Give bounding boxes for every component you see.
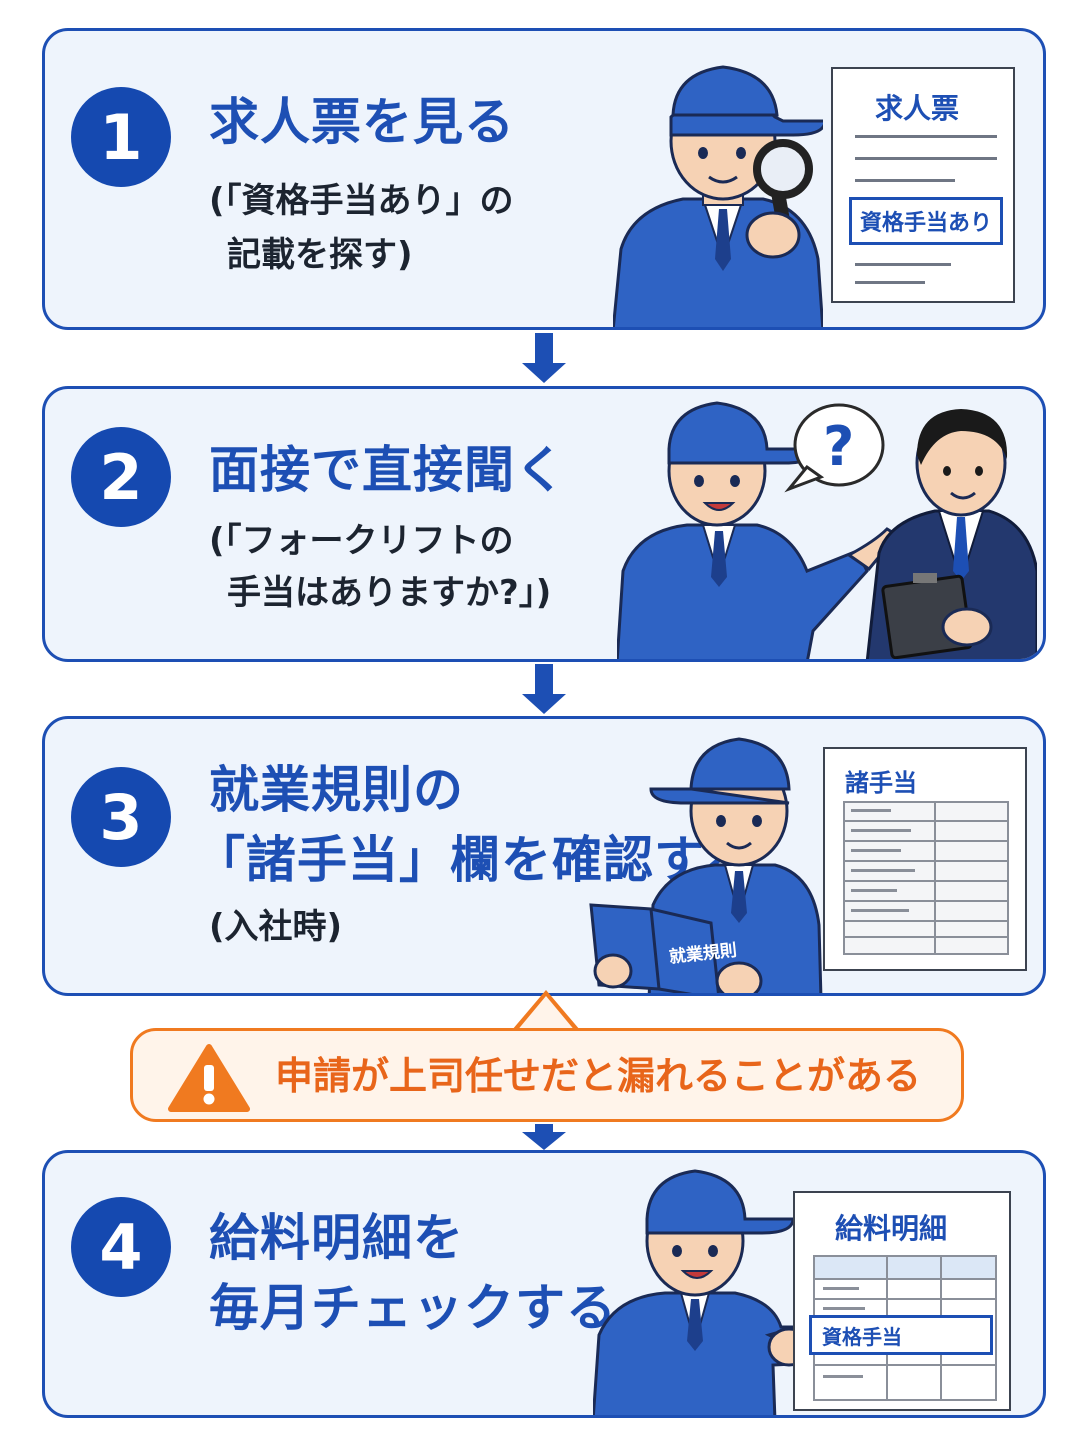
flow-arrow-1 bbox=[522, 333, 566, 383]
flow-arrow-2 bbox=[522, 664, 566, 714]
step-2-subtitle-line1: (「フォークリフトの bbox=[209, 521, 514, 561]
warning-callout: 申請が上司任せだと漏れることがある bbox=[130, 1028, 964, 1122]
step-1-subtitle-line1: (「資格手当あり」の bbox=[209, 181, 514, 221]
worker-payslip-illustration bbox=[593, 1169, 815, 1415]
doc-line bbox=[855, 281, 925, 284]
step-3-title-line2: 「諸手当」欄を確認する bbox=[195, 831, 756, 889]
step-1-number: 1 bbox=[71, 87, 171, 187]
doc-line bbox=[855, 135, 997, 138]
step-2-subtitle-line2: 手当はありますか?」) bbox=[227, 573, 552, 613]
doc-line bbox=[855, 179, 955, 182]
worker-rulebook-illustration: 就業規則 bbox=[589, 737, 823, 993]
step-2-title: 面接で直接聞く bbox=[209, 441, 566, 499]
allowances-document: 諸手当 bbox=[823, 747, 1027, 971]
step-1-card: 1 求人票を見る (「資格手当あり」の 記載を探す) 求人票 資格手当あり bbox=[42, 28, 1046, 330]
warning-text: 申請が上司任せだと漏れることがある bbox=[275, 1054, 922, 1098]
allowances-title: 諸手当 bbox=[845, 769, 917, 797]
payslip-document: 給料明細 資格手当 bbox=[793, 1191, 1011, 1411]
step-2-number: 2 bbox=[71, 427, 171, 527]
flow-arrow-3 bbox=[522, 1124, 566, 1150]
step-3-number: 3 bbox=[71, 767, 171, 867]
worker-magnifier-illustration bbox=[613, 65, 823, 327]
step-1-title: 求人票を見る bbox=[209, 93, 515, 151]
payslip-qualification-allowance-row: 資格手当 bbox=[809, 1315, 993, 1355]
warning-triangle-icon bbox=[168, 1044, 250, 1112]
step-4-card: 4 給料明細を 毎月チェックする 給料明細 資格手当 bbox=[42, 1150, 1046, 1418]
payslip-title: 給料明細 bbox=[835, 1212, 948, 1245]
warning-callout-tail-fill bbox=[516, 996, 576, 1032]
step-4-number: 4 bbox=[71, 1197, 171, 1297]
step-3-subtitle: (入社時) bbox=[209, 907, 343, 947]
job-posting-document: 求人票 資格手当あり bbox=[831, 67, 1015, 303]
step-4-title-line1: 給料明細を bbox=[209, 1209, 464, 1267]
job-posting-title: 求人票 bbox=[875, 92, 960, 125]
allowances-table bbox=[843, 801, 1009, 955]
question-mark-icon: ? bbox=[823, 415, 854, 478]
doc-line bbox=[855, 157, 997, 160]
step-4-title-line2: 毎月チェックする bbox=[209, 1279, 617, 1337]
step-3-card: 3 就業規則の 「諸手当」欄を確認する (入社時) 就業規則 諸手当 bbox=[42, 716, 1046, 996]
qualification-allowance-tag: 資格手当あり bbox=[849, 197, 1003, 245]
step-3-title-line1: 就業規則の bbox=[209, 761, 464, 819]
step-1-subtitle-line2: 記載を探す) bbox=[227, 235, 413, 275]
step-2-card: 2 面接で直接聞く (「フォークリフトの 手当はありますか?」) ? bbox=[42, 386, 1046, 662]
doc-line bbox=[855, 263, 951, 266]
worker-interview-illustration: ? bbox=[617, 401, 1037, 659]
